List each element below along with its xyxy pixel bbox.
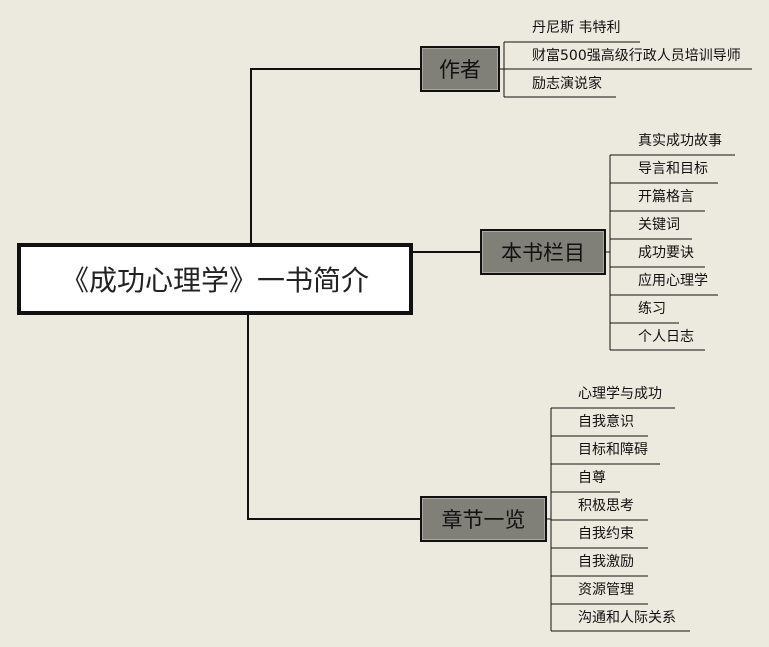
leaf-chapter-5[interactable]: 积极思考 xyxy=(578,498,634,514)
branch-book-sections-label: 本书栏目 xyxy=(501,241,585,265)
root-topic-label: 《成功心理学》一书简介 xyxy=(60,264,369,297)
leaf-chapter-8[interactable]: 资源管理 xyxy=(578,582,634,598)
leaf-section-intro[interactable]: 导言和目标 xyxy=(638,161,708,177)
leaf-section-stories[interactable]: 真实成功故事 xyxy=(638,133,722,149)
leaf-chapter-3[interactable]: 目标和障碍 xyxy=(578,442,648,458)
leaf-chapter-1[interactable]: 心理学与成功 xyxy=(578,386,662,402)
branch-author[interactable]: 作者 xyxy=(420,46,500,92)
leaf-author-name[interactable]: 丹尼斯 韦特利 xyxy=(532,20,621,36)
leaf-section-quotes[interactable]: 开篇格言 xyxy=(638,189,694,205)
leaf-section-tips[interactable]: 成功要诀 xyxy=(638,245,694,261)
leaf-section-keywords[interactable]: 关键词 xyxy=(638,217,680,233)
leaf-chapter-9[interactable]: 沟通和人际关系 xyxy=(578,610,676,626)
branch-book-sections[interactable]: 本书栏目 xyxy=(480,229,606,275)
leaf-chapter-2[interactable]: 自我意识 xyxy=(578,414,634,430)
leaf-chapter-4[interactable]: 自尊 xyxy=(578,470,606,486)
leaf-section-practice[interactable]: 练习 xyxy=(638,301,666,317)
branch-chapters[interactable]: 章节一览 xyxy=(420,496,547,542)
leaf-author-trainer[interactable]: 财富500强高级行政人员培训导师 xyxy=(532,48,741,64)
root-topic[interactable]: 《成功心理学》一书简介 xyxy=(17,243,413,315)
leaf-chapter-6[interactable]: 自我约束 xyxy=(578,526,634,542)
branch-author-label: 作者 xyxy=(439,58,481,82)
leaf-chapter-7[interactable]: 自我激励 xyxy=(578,554,634,570)
leaf-section-applied[interactable]: 应用心理学 xyxy=(638,273,708,289)
branch-chapters-label: 章节一览 xyxy=(441,508,526,532)
leaf-author-speaker[interactable]: 励志演说家 xyxy=(532,76,602,92)
leaf-section-journal[interactable]: 个人日志 xyxy=(638,329,694,345)
